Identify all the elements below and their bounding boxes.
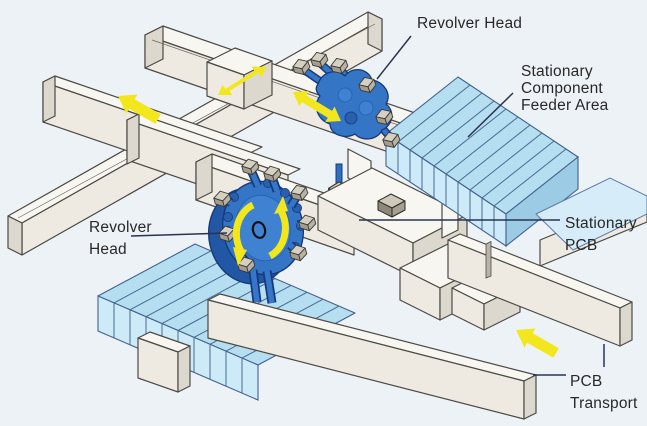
leader-revolver-head-left: [130, 232, 228, 237]
head-travel-arrow: [293, 91, 341, 122]
component-chip: [377, 193, 406, 218]
label-pcb-transport-line1: PCB: [570, 373, 602, 390]
feeder-exchange-area: [535, 177, 647, 267]
pcb-transport-rail-right-1: [447, 233, 633, 347]
label-feeder-area-line3: Feeder Area: [521, 97, 609, 114]
label-revolver-head-left-line2: Head: [89, 241, 127, 258]
label-feeder-area-line2: Component: [521, 80, 603, 97]
feeder-area-right: [385, 76, 579, 248]
label-pcb-transport-line2: Transport: [570, 395, 638, 412]
leader-lines: [130, 35, 605, 376]
rail-stopper: [485, 240, 492, 279]
leader-feeder-area: [467, 92, 514, 138]
rotation-arrows: [232, 196, 289, 266]
labels: Revolver Head Stationary Component Feede…: [89, 15, 638, 412]
label-feeder-area-line1: Stationary: [521, 63, 593, 80]
carriage-travel-arrow: [218, 66, 267, 96]
feeder-front-ribs-right: [397, 142, 495, 238]
transport-arrow-upper-left: [118, 94, 161, 124]
pcb-transport-rail-right-2: [207, 293, 537, 420]
leader-revolver-head-top: [376, 35, 412, 80]
label-stationary-pcb-line2: PCB: [565, 237, 597, 254]
label-revolver-head-top: Revolver Head: [417, 15, 522, 32]
feeder-lanes-right: [397, 84, 567, 207]
central-revolver-head: [207, 156, 318, 304]
transport-arrow-lower-right: [516, 328, 559, 358]
carriage: [206, 47, 273, 110]
upper-revolver-head: [290, 49, 403, 151]
label-revolver-head-left-line1: Revolver: [89, 219, 152, 236]
pcb-transport-rail-lower-left: [137, 331, 191, 393]
label-stationary-pcb-line1: Stationary: [565, 215, 637, 232]
stationary-pcb-platform: [317, 148, 468, 278]
rotation-center-symbol: [251, 221, 267, 239]
